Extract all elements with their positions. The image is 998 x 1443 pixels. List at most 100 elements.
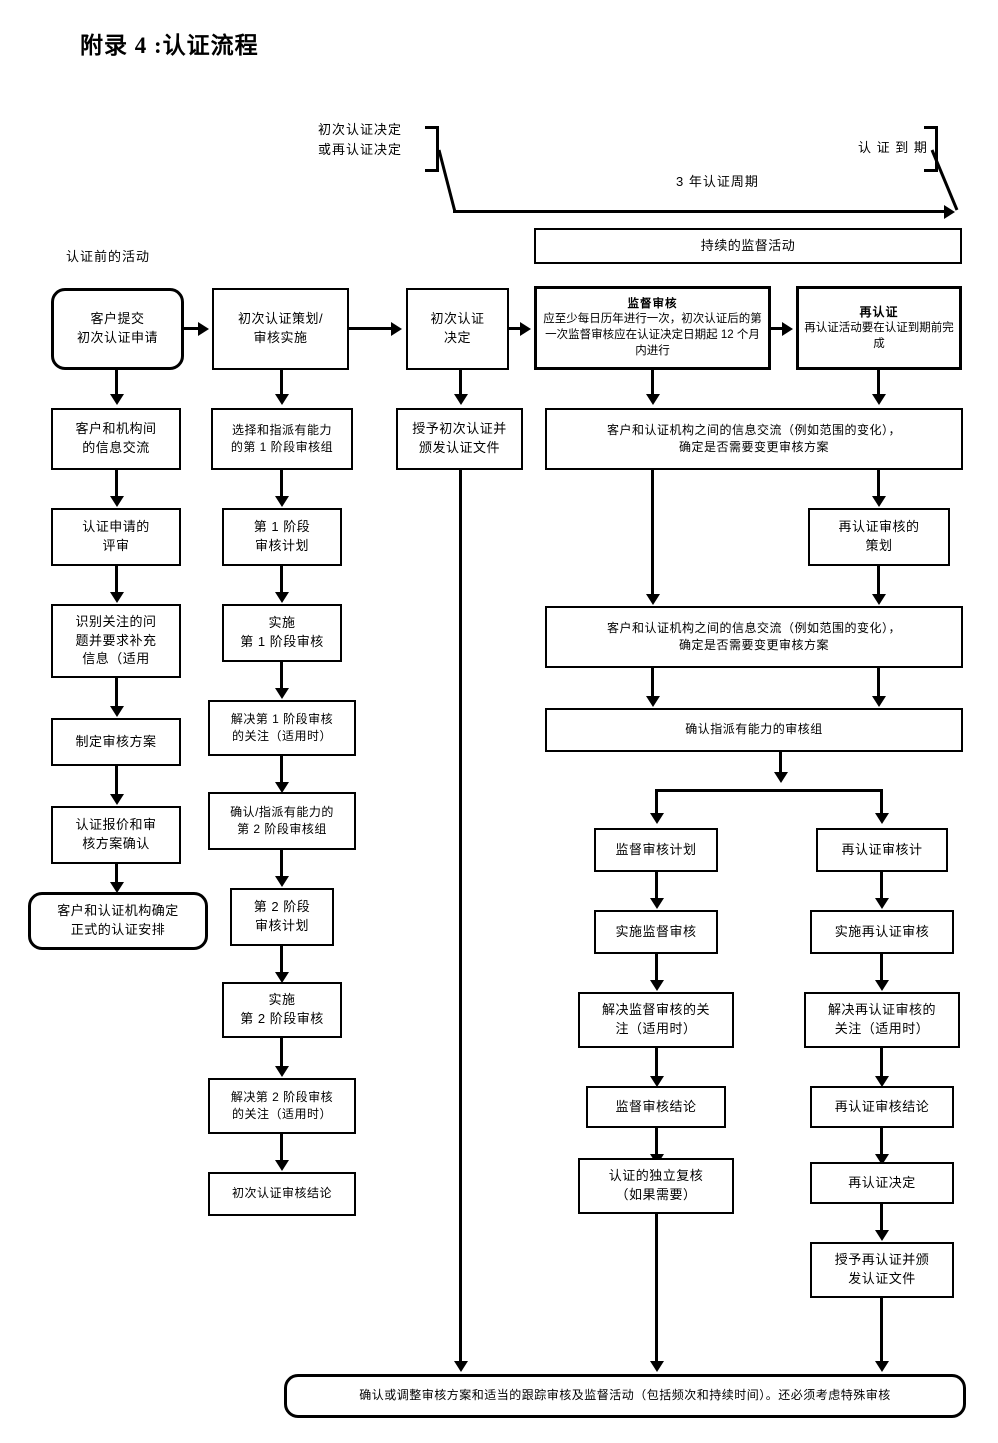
box-recert-decision-line1: 再认证决定 — [848, 1174, 916, 1190]
box-client-submits[interactable]: 客户提交 初次认证申请 — [51, 288, 184, 370]
connector-sc-0 — [655, 872, 658, 902]
box-recertification-body: 再认证活动要在认证到期前完成 — [804, 322, 954, 350]
arrowhead-down-c2-0-icon — [275, 394, 289, 405]
ongoing-surveillance-banner-label: 持续的监督活动 — [700, 237, 796, 253]
box-stage2-resolve[interactable]: 解决第 2 阶段审核 的关注（适用时） — [208, 1078, 356, 1134]
arrowhead-right-4-icon — [782, 322, 793, 336]
box-surveillance-audit-header: 监督审核 — [627, 297, 678, 310]
arrowhead-down-surv-0-icon — [646, 394, 660, 405]
box-select-stage1-team-line1: 选择和指派有能力 — [231, 422, 332, 437]
box-stage2-execute-line2: 第 2 阶段审核 — [240, 1011, 324, 1026]
box-select-stage1-team[interactable]: 选择和指派有能力 的第 1 阶段审核组 — [211, 408, 353, 470]
box-recert-resolve[interactable]: 解决再认证审核的 关注（适用时） — [804, 992, 960, 1048]
box-recertification-header: 再认证 — [859, 304, 899, 319]
box-confirm-stage2-team-line1: 确认/指派有能力的 — [230, 804, 334, 819]
box-surveillance-resolve-line1: 解决监督审核的关 — [601, 1002, 710, 1018]
box-grant-certification-line2: 颁发认证文件 — [418, 440, 500, 455]
box-stage1-execute[interactable]: 实施 第 1 阶段审核 — [222, 604, 342, 662]
box-quotation-confirm[interactable]: 认证报价和审 核方案确认 — [51, 806, 181, 864]
box-surveillance-conclusion[interactable]: 监督审核结论 — [586, 1086, 726, 1128]
box-surv-info-exchange-2-line2: 确定是否需要变更审核方案 — [678, 638, 829, 652]
box-info-exchange[interactable]: 客户和机构间 的信息交流 — [51, 408, 181, 470]
connector-rc-3 — [880, 1128, 883, 1158]
timeline-axis — [453, 210, 947, 213]
box-initial-planning[interactable]: 初次认证策划/ 审核实施 — [212, 288, 349, 370]
box-recert-conclusion[interactable]: 再认证审核结论 — [810, 1086, 954, 1128]
arrowhead-down-recert-0-icon — [872, 394, 886, 405]
connector-h-1 — [184, 327, 200, 330]
box-formal-arrangement[interactable]: 客户和认证机构确定 正式的认证安排 — [28, 892, 208, 950]
timeline-arrowhead-icon — [944, 205, 955, 219]
connector-recert-1 — [877, 470, 880, 498]
box-initial-decision-line1: 初次认证 — [430, 311, 485, 327]
box-footer-summary[interactable]: 确认或调整审核方案和适当的跟踪审核及监督活动（包括频次和持续时间）。还必须考虑特… — [284, 1374, 966, 1418]
box-application-review-line1: 认证申请的 — [82, 519, 150, 535]
box-stage1-resolve[interactable]: 解决第 1 阶段审核 的关注（适用时） — [208, 700, 356, 756]
box-recertification[interactable]: 再认证 再认证活动要在认证到期前完成 — [796, 286, 962, 370]
box-initial-decision[interactable]: 初次认证 决定 — [406, 288, 509, 370]
arrowhead-down-c1-5-icon — [110, 882, 124, 893]
box-formal-arrangement-line2: 正式的认证安排 — [70, 922, 166, 937]
box-recert-execute[interactable]: 实施再认证审核 — [810, 910, 954, 954]
box-initial-conclusion-line1: 初次认证审核结论 — [231, 1186, 332, 1201]
box-application-review[interactable]: 认证申请的 评审 — [51, 508, 181, 566]
box-recert-planning[interactable]: 再认证审核的 策划 — [808, 508, 950, 566]
connector-c2-1 — [280, 470, 283, 500]
box-surveillance-audit[interactable]: 监督审核 应至少每日历年进行一次，初次认证后的第一次监督审核应在认证决定日期起 … — [534, 286, 771, 370]
arrowhead-right-2-icon — [391, 322, 402, 336]
box-formal-arrangement-line1: 客户和认证机构确定 — [57, 903, 179, 919]
box-confirm-stage2-team[interactable]: 确认/指派有能力的 第 2 阶段审核组 — [208, 792, 356, 850]
box-stage1-plan-line2: 审核计划 — [254, 538, 309, 553]
box-stage2-plan-line1: 第 2 阶段 — [253, 899, 311, 915]
box-stage1-resolve-line2: 的关注（适用时） — [231, 729, 332, 743]
box-surveillance-resolve[interactable]: 解决监督审核的关 注（适用时） — [578, 992, 734, 1048]
box-confirm-stage2-team-line2: 第 2 阶段审核组 — [237, 822, 327, 836]
box-initial-conclusion[interactable]: 初次认证审核结论 — [208, 1172, 356, 1216]
box-develop-audit-program[interactable]: 制定审核方案 — [51, 718, 181, 766]
box-quotation-confirm-line2: 核方案确认 — [82, 836, 150, 851]
arrowhead-down-c1-4-icon — [110, 794, 124, 805]
box-stage1-plan-line1: 第 1 阶段 — [253, 519, 311, 535]
box-grant-recert[interactable]: 授予再认证并颁 发认证文件 — [810, 1242, 954, 1298]
connector-split-bar — [655, 789, 883, 792]
box-client-submits-line2: 初次认证申请 — [76, 330, 158, 345]
box-develop-audit-program-line1: 制定审核方案 — [75, 733, 157, 749]
box-surveillance-execute[interactable]: 实施监督审核 — [594, 910, 718, 954]
box-application-review-line2: 评审 — [102, 538, 130, 553]
box-recert-resolve-line1: 解决再认证审核的 — [827, 1002, 936, 1018]
arrowhead-down-c3-footer-icon — [454, 1361, 468, 1372]
box-surv-info-exchange-2-line1: 客户和认证机构之间的信息交流（例如范围的变化）， — [606, 620, 901, 635]
arrowhead-down-split-right-icon — [875, 813, 889, 824]
box-stage2-execute[interactable]: 实施 第 2 阶段审核 — [222, 982, 342, 1038]
connector-h-2 — [349, 327, 392, 330]
connector-h-4 — [771, 327, 783, 330]
connector-rc-to-footer — [880, 1298, 883, 1365]
connector-rc-1 — [880, 954, 883, 984]
box-grant-recert-line2: 发认证文件 — [848, 1271, 916, 1286]
box-recert-resolve-line2: 关注（适用时） — [834, 1021, 930, 1036]
box-identify-concerns-line1: 识别关注的问 — [75, 613, 157, 629]
box-recert-plan[interactable]: 再认证审核计 — [816, 828, 948, 872]
box-independent-review[interactable]: 认证的独立复核 （如果需要） — [578, 1158, 734, 1214]
connector-sc-2 — [655, 1048, 658, 1080]
box-recert-decision[interactable]: 再认证决定 — [810, 1162, 954, 1204]
arrowhead-right-3-icon — [520, 322, 531, 336]
box-stage1-plan[interactable]: 第 1 阶段 审核计划 — [222, 508, 342, 566]
connector-rc-4 — [880, 1204, 883, 1234]
box-stage2-plan[interactable]: 第 2 阶段 审核计划 — [230, 888, 334, 946]
connector-c3-0 — [459, 370, 462, 398]
box-identify-concerns[interactable]: 识别关注的问 题并要求补充 信息（适用 — [51, 604, 181, 678]
connector-split-stem — [779, 752, 782, 778]
box-grant-certification[interactable]: 授予初次认证并 颁发认证文件 — [396, 408, 523, 470]
box-recert-execute-line1: 实施再认证审核 — [834, 923, 930, 939]
box-surveillance-plan[interactable]: 监督审核计划 — [594, 828, 718, 872]
connector-recert-2 — [877, 566, 880, 598]
box-info-exchange-line1: 客户和机构间 — [75, 421, 157, 437]
arrowhead-down-sc-1-icon — [650, 980, 664, 991]
connector-rc-2 — [880, 1048, 883, 1080]
box-surv-info-exchange-2[interactable]: 客户和认证机构之间的信息交流（例如范围的变化）， 确定是否需要变更审核方案 — [545, 606, 963, 668]
box-confirm-audit-team[interactable]: 确认指派有能力的审核组 — [545, 708, 963, 752]
box-surveillance-conclusion-line1: 监督审核结论 — [615, 1098, 697, 1114]
box-surv-info-exchange-1[interactable]: 客户和认证机构之间的信息交流（例如范围的变化）， 确定是否需要变更审核方案 — [545, 408, 963, 470]
